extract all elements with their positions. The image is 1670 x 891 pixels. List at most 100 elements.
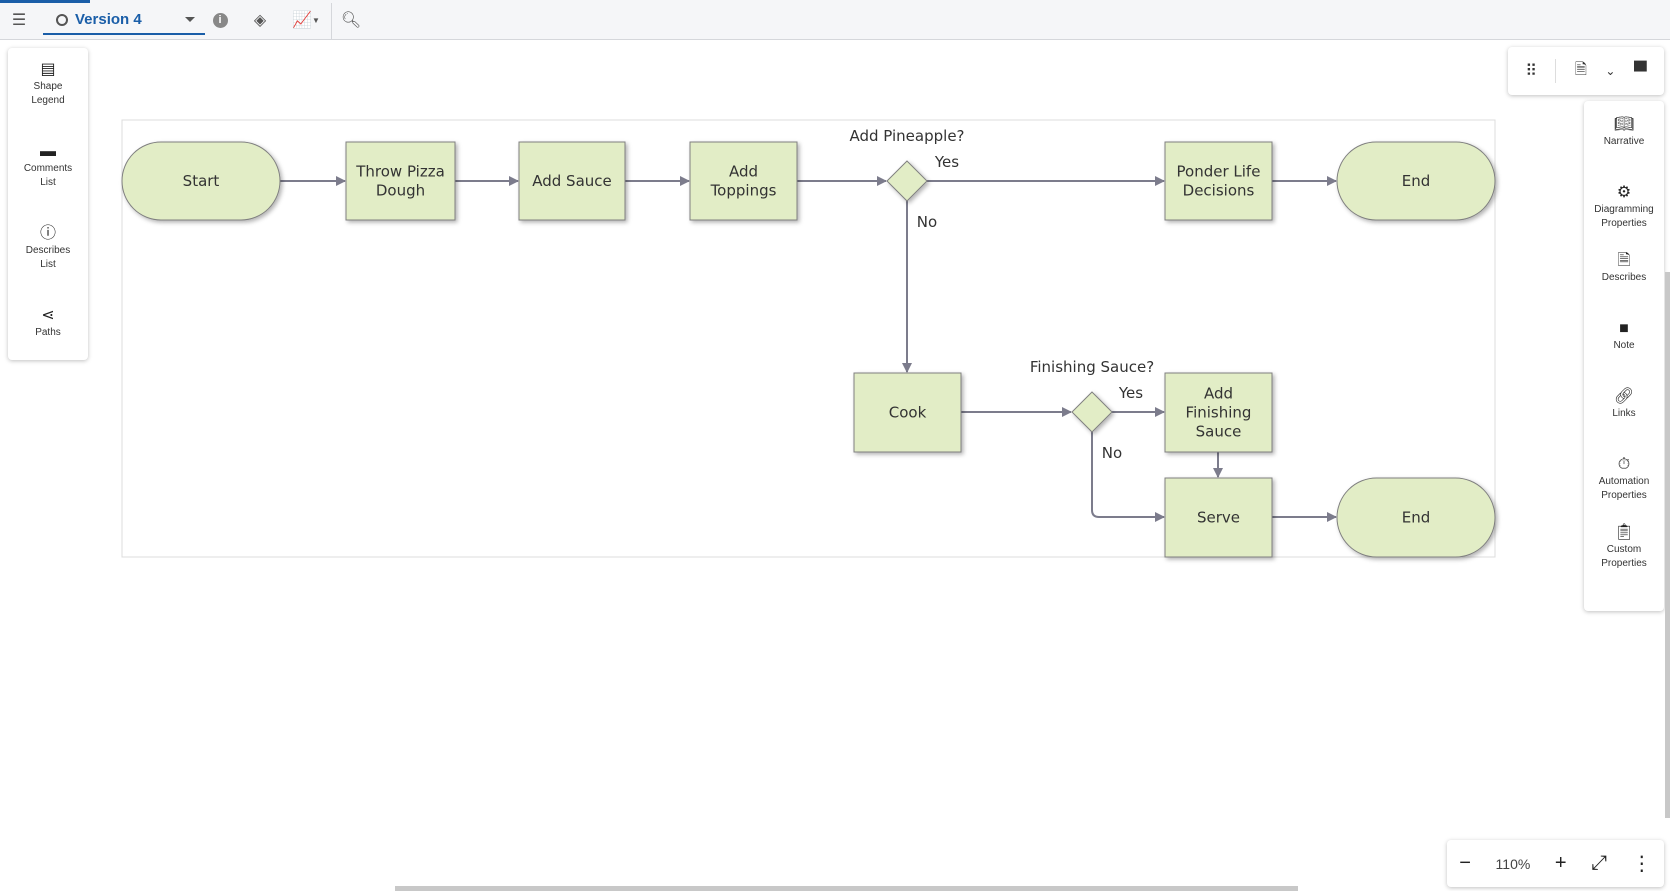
- node-shape[interactable]: [121, 141, 281, 221]
- layers-icon[interactable]: ◈: [253, 12, 267, 29]
- node-shape[interactable]: [345, 141, 456, 221]
- version-label: Version 4: [75, 11, 142, 28]
- zoom-out-icon[interactable]: −: [1459, 852, 1471, 874]
- paths-icon: ⋖: [41, 307, 55, 324]
- node-shape[interactable]: [689, 141, 798, 221]
- links-button[interactable]: 🔗︎Links: [1584, 387, 1664, 455]
- decision-finishing[interactable]: [1071, 391, 1113, 433]
- connector[interactable]: [1091, 432, 1165, 522]
- info-icon[interactable]: i: [208, 8, 232, 32]
- top-right-toolbar: ⠿ 🗎 ⌄ ▀: [1508, 47, 1664, 95]
- fit-to-screen-icon[interactable]: ⤢: [1591, 852, 1608, 874]
- divider: [1555, 59, 1557, 83]
- narrative-button[interactable]: 📖︎ Narrative: [1584, 115, 1664, 183]
- book-icon: 📖︎: [1613, 116, 1635, 133]
- version-selector[interactable]: Version 4: [43, 6, 205, 35]
- node-text: Finishing: [1186, 404, 1252, 422]
- label: Properties: [1601, 218, 1647, 229]
- node-shape[interactable]: [1336, 477, 1496, 558]
- shape-legend-button[interactable]: ▤ Shape Legend: [8, 60, 88, 142]
- node-shape[interactable]: [853, 372, 962, 453]
- automation-icon: ⏱︎: [1617, 456, 1631, 473]
- note-button[interactable]: ■ Note: [1584, 319, 1664, 387]
- menu-icon[interactable]: ☰: [11, 12, 27, 29]
- node-shape[interactable]: [1336, 141, 1496, 221]
- decision-pineapple[interactable]: [886, 160, 928, 202]
- node-shape[interactable]: [1164, 477, 1273, 558]
- horizontal-scrollbar[interactable]: [395, 886, 1298, 891]
- label: Narrative: [1603, 136, 1645, 147]
- top-toolbar: ☰ Version 4 i ◈ 📈▼ 🔍︎: [0, 0, 1670, 40]
- node-text: End: [1402, 509, 1431, 527]
- diagram-gear-icon: ⚙: [1616, 184, 1632, 201]
- comments-list-icon: ▬: [40, 143, 56, 160]
- node-text: Add Sauce: [532, 172, 612, 190]
- edge-label-yes: Yes: [1118, 384, 1143, 402]
- zoom-controls: − 110% + ⤢ ⋮: [1447, 840, 1664, 887]
- describes-list-icon: ⓘ: [39, 225, 56, 242]
- shape-legend-icon: ▤: [40, 61, 56, 78]
- edge-label-yes: Yes: [934, 153, 959, 171]
- label: Automation: [1598, 476, 1650, 487]
- node-shape[interactable]: [518, 141, 626, 221]
- node-text: Ponder Life: [1177, 163, 1261, 181]
- node-text: Add: [1204, 385, 1233, 403]
- paths-button[interactable]: ⋖ Paths: [8, 306, 88, 388]
- more-options-icon[interactable]: ⋮: [1631, 853, 1652, 875]
- label: Diagramming: [1594, 204, 1654, 215]
- node-text: Cook: [889, 404, 927, 422]
- node-cook[interactable]: Cook: [853, 372, 962, 453]
- node-text: Throw Pizza: [355, 163, 445, 181]
- node-shape[interactable]: [1164, 372, 1273, 453]
- node-end1[interactable]: End: [1336, 141, 1496, 221]
- dropdown-caret-icon: [185, 17, 195, 22]
- describes-list-button[interactable]: ⓘ Describes List: [8, 224, 88, 306]
- label: Links: [1612, 408, 1636, 419]
- decision-label-finishing: Finishing Sauce?: [1030, 358, 1154, 376]
- describes-icon: 🗎: [1617, 252, 1631, 269]
- search-icon[interactable]: 🔍︎: [340, 12, 362, 29]
- node-text: Start: [183, 172, 220, 190]
- label: Legend: [31, 95, 65, 106]
- node-start[interactable]: Start: [121, 141, 281, 221]
- comment-icon[interactable]: ▀: [1633, 60, 1647, 81]
- describes-button[interactable]: 🗎 Describes: [1584, 251, 1664, 319]
- zoom-level: 110%: [1495, 855, 1531, 872]
- node-text: Add: [729, 163, 758, 181]
- labels: Add Pineapple? Yes No Finishing Sauce? Y…: [849, 127, 1154, 462]
- version-status-icon: [56, 13, 68, 26]
- apps-grid-icon[interactable]: ⠿: [1525, 63, 1537, 80]
- label: Describes: [25, 245, 71, 256]
- connectors: [280, 176, 1337, 522]
- node-text: Serve: [1197, 509, 1240, 527]
- toolbar-divider: [331, 3, 332, 40]
- label: Comments: [23, 163, 73, 174]
- label: Custom: [1606, 544, 1642, 555]
- export-document-icon[interactable]: 🗎: [1574, 60, 1587, 78]
- node-end2[interactable]: End: [1336, 477, 1496, 558]
- node-sauce[interactable]: Add Sauce: [518, 141, 626, 221]
- zoom-in-icon[interactable]: +: [1554, 852, 1567, 874]
- label: Describes: [1601, 272, 1647, 283]
- label: Note: [1613, 340, 1635, 351]
- label: Properties: [1601, 558, 1647, 569]
- diagram-frame: [121, 119, 1496, 558]
- vertical-scrollbar[interactable]: [1665, 272, 1670, 818]
- node-text: End: [1402, 172, 1431, 190]
- comments-list-button[interactable]: ▬ Comments List: [8, 142, 88, 224]
- chart-icon[interactable]: 📈▼: [292, 12, 320, 29]
- note-icon: ■: [1619, 320, 1629, 337]
- chevron-down-icon[interactable]: ⌄: [1605, 64, 1616, 78]
- label: List: [40, 259, 56, 270]
- node-serve[interactable]: Serve: [1164, 477, 1273, 558]
- node-shape[interactable]: [1164, 141, 1273, 221]
